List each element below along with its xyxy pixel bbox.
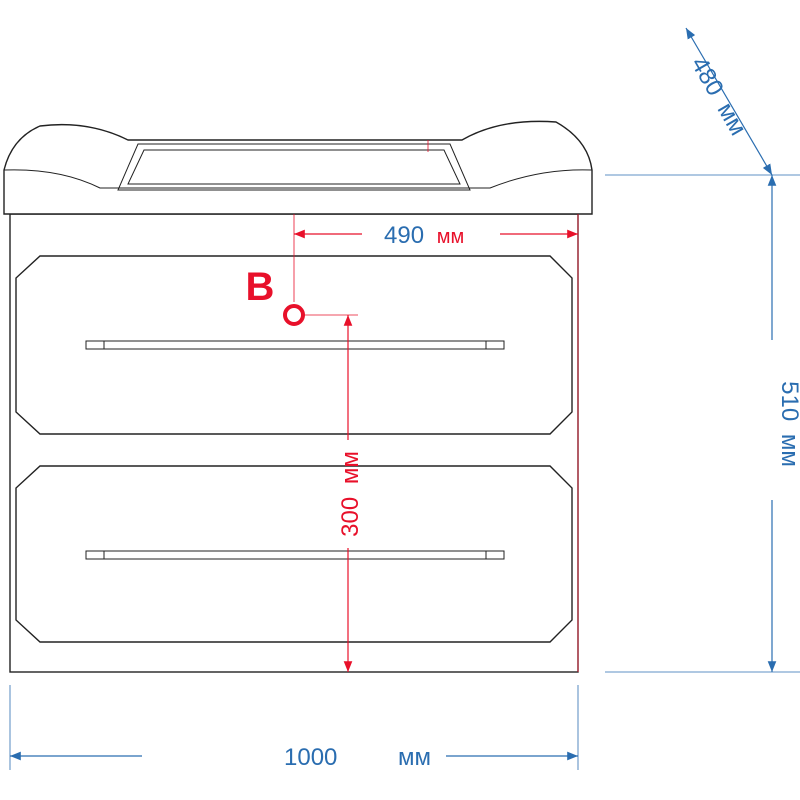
drawer-bottom-handle xyxy=(85,550,505,560)
dimension-connection-offset-unit: мм xyxy=(437,226,465,248)
dimension-height-label: 510 мм xyxy=(776,381,800,467)
basin-recess-outer xyxy=(117,143,471,191)
dimension-height: 510 мм xyxy=(605,174,800,673)
connection-point-marker xyxy=(283,304,305,326)
connection-point: B xyxy=(246,265,305,326)
connection-point-label: B xyxy=(246,265,275,309)
dimension-depth-label: 480 мм xyxy=(685,52,751,140)
dimension-connection-height-label: 300 мм xyxy=(337,451,364,537)
drawer-top xyxy=(15,255,573,435)
dimension-width: 1000 мм xyxy=(9,685,579,771)
dimension-depth: 480 мм xyxy=(685,27,773,176)
dimension-connection-height: 300 мм xyxy=(304,314,364,672)
dimension-connection-offset: 490 мм xyxy=(293,140,579,672)
dimension-width-unit: мм xyxy=(398,744,431,771)
dimension-width-value: 1000 xyxy=(284,744,337,771)
countertop xyxy=(3,120,593,215)
svg-text:490 мм: 490 мм xyxy=(384,222,464,249)
drawer-top-handle xyxy=(85,340,505,350)
dimension-connection-offset-value: 490 xyxy=(384,222,424,249)
drawer-bottom xyxy=(15,465,573,643)
basin-recess-inner xyxy=(127,149,461,185)
